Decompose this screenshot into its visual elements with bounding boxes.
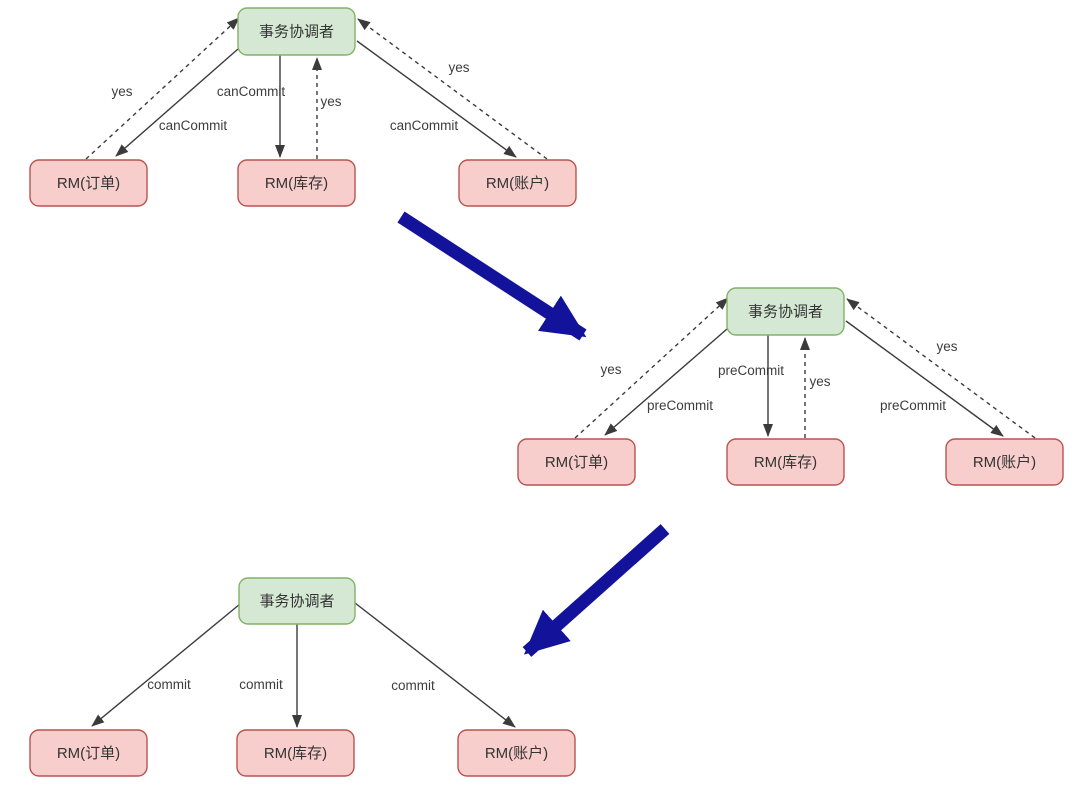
coordinator-node xyxy=(726,287,845,336)
rm-order-node xyxy=(517,438,636,486)
edge-label-yes: yes xyxy=(809,374,830,389)
edge-label-precommit: preCommit xyxy=(880,398,946,413)
rm-account-node xyxy=(458,159,577,207)
rm-order-node xyxy=(29,159,148,207)
rm-stock-label: RM(库存) xyxy=(264,745,327,762)
cancommit-request-arrow-order xyxy=(115,48,239,157)
commit-request-arrow-order xyxy=(91,603,241,727)
yes-response-arrow-order xyxy=(85,17,240,160)
edge-label-cancommit: canCommit xyxy=(159,118,228,133)
coordinator-label: 事务协调者 xyxy=(259,593,334,610)
cancommit-request-arrow-account xyxy=(356,40,517,158)
precommit-request-arrow-order xyxy=(604,328,728,436)
rm-account-label: RM(账户) xyxy=(973,454,1036,471)
yes-response-arrow-order xyxy=(574,297,729,439)
edge-label-yes: yes xyxy=(448,60,469,75)
edge-label-cancommit: canCommit xyxy=(217,84,286,99)
edge-label-commit: commit xyxy=(239,677,283,692)
edge-label-commit: commit xyxy=(147,677,191,692)
edge-label-commit: commit xyxy=(391,678,435,693)
phase-cancommit: yes canCommit canCommit yes yes canCommi… xyxy=(29,7,577,207)
commit-request-arrow-account xyxy=(354,602,516,728)
yes-response-arrow-account xyxy=(357,18,548,160)
rm-account-node xyxy=(945,438,1064,486)
phase-precommit: yes preCommit preCommit yes yes preCommi… xyxy=(517,287,1064,486)
phase-transition-arrow-2 xyxy=(522,524,670,657)
yes-response-arrow-account xyxy=(846,298,1036,439)
coordinator-label: 事务协调者 xyxy=(748,304,823,321)
edge-label-yes: yes xyxy=(320,94,341,109)
phase-transition-arrow-1 xyxy=(397,211,587,341)
edge-label-cancommit: canCommit xyxy=(390,118,459,133)
rm-order-label: RM(订单) xyxy=(545,454,608,471)
precommit-request-arrow-account xyxy=(845,320,1004,437)
edge-label-yes: yes xyxy=(600,362,621,377)
rm-stock-node xyxy=(237,159,356,207)
rm-stock-label: RM(库存) xyxy=(265,175,328,192)
rm-order-label: RM(订单) xyxy=(57,745,120,762)
coordinator-label: 事务协调者 xyxy=(259,24,334,41)
rm-account-node xyxy=(457,729,576,777)
rm-stock-label: RM(库存) xyxy=(754,454,817,471)
coordinator-node xyxy=(238,577,356,625)
rm-order-label: RM(订单) xyxy=(57,175,120,192)
edge-label-yes: yes xyxy=(111,84,132,99)
rm-stock-node xyxy=(236,729,355,777)
rm-account-label: RM(账户) xyxy=(486,175,549,192)
rm-order-node xyxy=(29,729,148,777)
rm-account-label: RM(账户) xyxy=(485,745,548,762)
rm-stock-node xyxy=(726,438,845,486)
coordinator-node xyxy=(237,7,356,56)
edge-label-yes: yes xyxy=(936,339,957,354)
phase-commit: commit commit commit 事务协调者 RM(订单) RM(库存)… xyxy=(29,577,576,777)
edge-label-precommit: preCommit xyxy=(647,398,713,413)
edge-label-precommit: preCommit xyxy=(718,363,784,378)
